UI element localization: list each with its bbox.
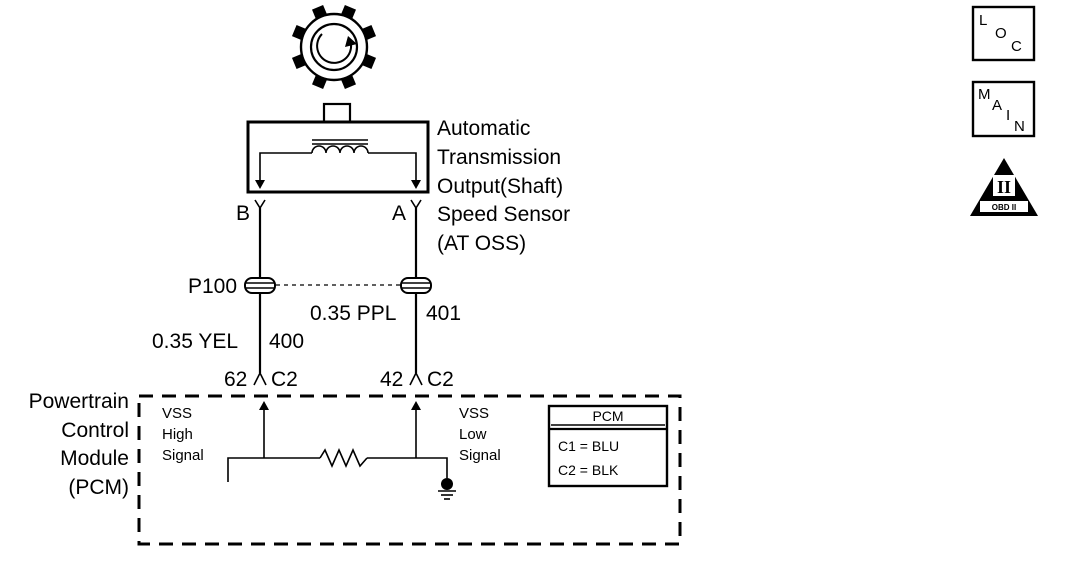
pin-b-terminal-icon	[254, 199, 266, 210]
pcm-table-title: PCM	[592, 408, 623, 424]
vss-high-line-1: VSS	[162, 405, 192, 422]
pcm-pin-62-terminal-icon	[253, 371, 267, 386]
pcm-table-row-2: C2 = BLK	[558, 462, 619, 478]
vss-low-line-3: Signal	[459, 447, 501, 464]
pin-a-terminal-icon	[410, 199, 422, 210]
sensor-label-line-2: Transmission	[437, 146, 561, 169]
internal-circuit	[227, 457, 320, 482]
wire-401-gauge-color: 0.35 PPL	[310, 302, 396, 325]
sensor-label-line-1: Automatic	[437, 117, 530, 140]
pcm-pin-42: 42	[380, 368, 403, 391]
sensor-label-line-5: (AT OSS)	[437, 232, 526, 255]
main-letter-1: M	[978, 86, 991, 103]
coil-icon	[311, 145, 369, 154]
module-label-line-1: Powertrain	[29, 390, 129, 413]
pcm-table-row-1: C1 = BLU	[558, 438, 619, 454]
wire-401-circuit: 401	[426, 302, 461, 325]
obd-text: OBD II	[992, 203, 1016, 212]
wire-400-gauge-color: 0.35 YEL	[152, 330, 238, 353]
module-label-line-3: Module	[60, 447, 129, 470]
main-letter-2: A	[992, 97, 1002, 114]
obd-numeral: II	[997, 177, 1011, 197]
pcm-connector-c2-left: C2	[271, 368, 298, 391]
loc-letter-2: O	[995, 25, 1007, 42]
obd-ii-icon[interactable]: II OBD II	[970, 158, 1038, 216]
loc-icon[interactable]: L O C	[971, 5, 1036, 62]
sensor-pin-b: B	[236, 202, 250, 225]
p100-connector-icon	[244, 277, 432, 294]
vss-high-line-3: Signal	[162, 447, 204, 464]
sensor-label-line-4: Speed Sensor	[437, 203, 570, 226]
loc-letter-1: L	[979, 12, 987, 29]
pcm-connector-c2-right: C2	[427, 368, 454, 391]
vss-high-line-2: High	[162, 426, 193, 443]
vss-low-line-2: Low	[459, 426, 487, 443]
wire-400-circuit: 400	[269, 330, 304, 353]
reluctor-wheel-icon	[291, 4, 377, 90]
pcm-pin-42-terminal-icon	[409, 371, 423, 386]
ground-icon	[438, 478, 456, 500]
main-icon[interactable]: M A I N	[971, 80, 1036, 138]
sensor-pickup-tip	[322, 102, 352, 124]
main-letter-3: I	[1006, 107, 1010, 124]
connector-p100-label: P100	[188, 275, 237, 298]
speed-sensor-body	[246, 120, 430, 194]
vss-low-line-1: VSS	[459, 405, 489, 422]
sensor-label-line-3: Output(Shaft)	[437, 175, 563, 198]
sensor-pin-a: A	[392, 202, 406, 225]
loc-letter-3: C	[1011, 38, 1022, 55]
main-letter-4: N	[1014, 118, 1025, 135]
pcm-pin-62: 62	[224, 368, 247, 391]
module-label-line-4: (PCM)	[68, 476, 129, 499]
module-label-line-2: Control	[61, 419, 129, 442]
pcm-connector-table	[547, 404, 669, 488]
resistor-icon	[319, 448, 368, 468]
